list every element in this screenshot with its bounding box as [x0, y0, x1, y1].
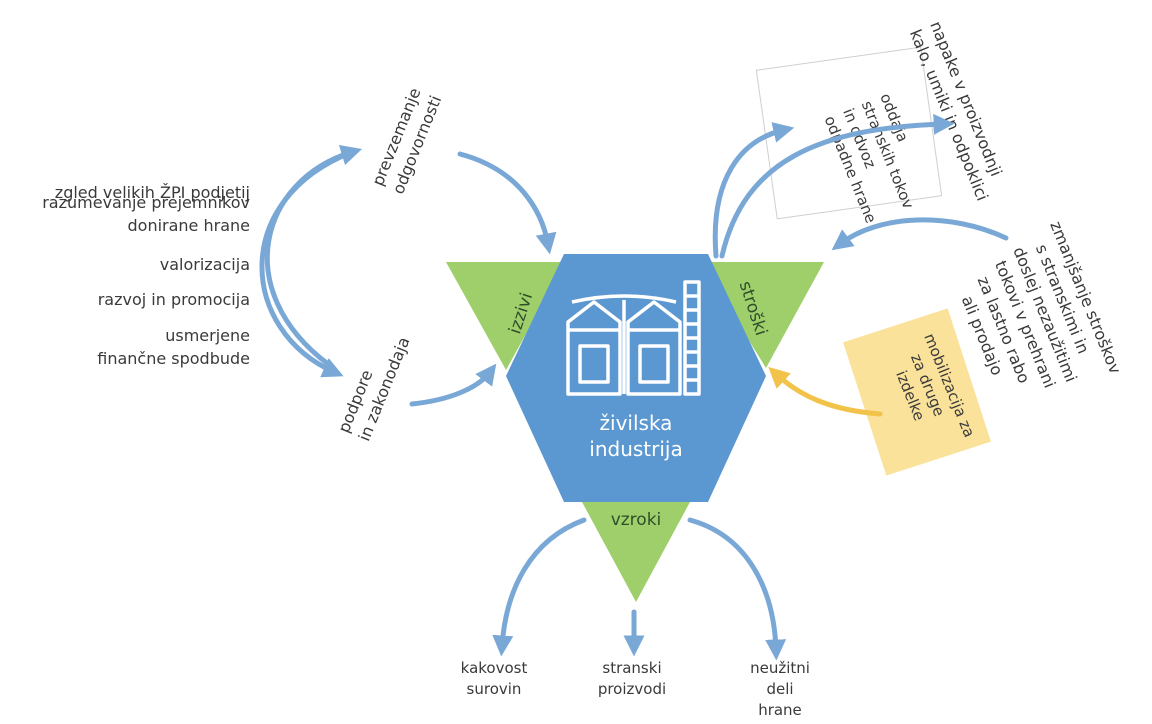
bottom-label-kakovost-2: surovin	[467, 680, 522, 698]
triangle-right-stroski	[700, 262, 824, 368]
center-hexagon	[506, 254, 766, 502]
arrow-to-neuzitni	[687, 517, 787, 661]
arrow-curve-left-up	[264, 145, 363, 367]
arrow-yellow-to-stroski	[768, 366, 883, 417]
left-top-label: prevzemanje odgovornosti	[368, 85, 445, 197]
left-bottom-label: podpore in zakonodaja	[334, 334, 413, 444]
yellow-box	[843, 308, 991, 476]
bottom-label-neuzitni-1: neužitni	[750, 659, 810, 677]
arrow-stroski-to-box	[712, 122, 795, 259]
left-list-item: razvoj in promocija	[98, 290, 250, 309]
left-list-item: finančne spodbude	[97, 349, 250, 368]
arrow-stroski-to-napake	[719, 113, 955, 259]
bottom-label-kakovost-1: kakovost	[461, 659, 528, 677]
bottom-label-neuzitni-3: hrane	[758, 701, 802, 719]
left-list-item: donirane hrane	[128, 216, 251, 235]
left-list-item: zgled velikih ŽPI podjetij	[55, 183, 250, 202]
arrow-curve-left-down	[259, 149, 355, 378]
left-list: zgled velikih ŽPI podjetij razumevanje p…	[42, 183, 250, 368]
triangle-bottom-vzroki	[582, 502, 690, 602]
silo-factory-icon	[566, 280, 701, 396]
left-list-item: usmerjene	[165, 326, 250, 345]
left-list-item: valorizacija	[160, 255, 250, 274]
center-label-line2: industrija	[589, 437, 682, 461]
arrow-to-izzivi-top	[457, 151, 557, 255]
left-list-item: razumevanje prejemnikov	[42, 193, 250, 212]
bottom-label-neuzitni-2: deli	[766, 680, 793, 698]
arrow-to-izzivi-bottom	[409, 363, 497, 407]
center-label-line1: živilska	[600, 411, 673, 435]
arrow-to-kakovost	[492, 517, 587, 657]
triangle-label-vzroki: vzroki	[611, 510, 662, 530]
triangle-left-izzivi	[446, 262, 566, 370]
bottom-label-stranski-1: stranski	[602, 659, 661, 677]
arrow-zmanjsanje-to-stroski	[831, 217, 1009, 251]
bottom-label-stranski-2: proizvodi	[598, 680, 666, 698]
